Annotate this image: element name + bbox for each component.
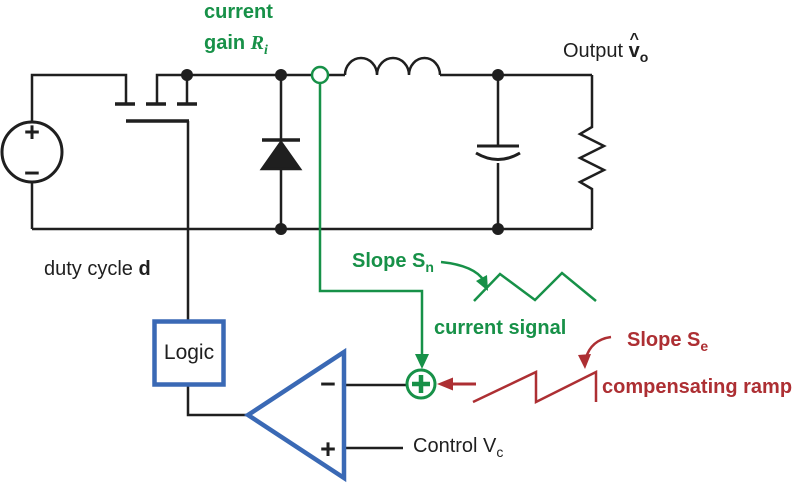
output-text: Output [563,40,629,62]
ri-subscript: i [264,43,268,58]
vo-subscript: o [639,49,649,65]
se-subscript: e [700,338,709,354]
current-sense-point [310,65,330,85]
comparator-plus-sign: + [320,434,336,464]
mosfet-mid-lead [155,73,187,104]
slope-sn-label: Slope Sn [352,250,434,275]
ri-symbol: R [250,32,265,54]
hat-accent: ^ [629,31,639,48]
slope-sn-text: Slope S [352,250,426,272]
node-dot [275,69,287,81]
slope-se-label: Slope Se [627,329,709,354]
wire-comparator-to-logic [186,386,247,417]
logic-label: Logic [163,341,215,364]
control-text: Control [413,435,484,457]
d-symbol: d [138,258,151,280]
gain-text: gain [204,32,251,54]
diode-triangle [259,139,303,171]
arrowhead-slope-se-icon [578,354,591,369]
summing-plus-icon [412,375,430,393]
current-signal-label: current signal [434,317,567,339]
vc-symbol: V [483,435,497,457]
node-dot [181,69,193,81]
current-signal-waveform [473,271,597,302]
current-gain-label-line2: gain Ri [204,32,268,58]
duty-cycle-label: duty cycle d [44,258,151,280]
compensating-ramp-network [452,335,612,405]
comparator-triangle [243,347,347,483]
source-minus-sign: − [24,158,40,188]
green-arrowheads [415,275,488,369]
compensating-ramp-waveform [472,369,598,405]
node-dot [492,223,504,235]
junction-dots [181,69,504,235]
duty-cycle-text: duty cycle [44,258,139,280]
sn-subscript: n [425,259,434,275]
red-arrowheads [437,354,591,391]
current-signal-network [310,65,597,400]
node-dot [275,223,287,235]
arrowhead-down-icon [415,354,429,369]
slope-se-text: Slope S [627,329,701,351]
vo-symbol: ^vo [628,31,649,65]
arrowhead-left-icon [437,377,453,391]
load-resistor [577,75,607,229]
wire-source-to-mosfet [30,73,128,122]
control-vc-label: Control Vc [413,435,504,460]
inductor [343,56,442,76]
slope-sn-pointer-curve [440,260,486,282]
circuit-wiring [0,56,607,450]
compensating-ramp-label: compensating ramp [602,376,793,398]
arrowhead-slope-sn-icon [476,275,488,291]
comparator-minus-sign: − [320,369,336,399]
logic-box [152,319,226,387]
current-sense-wire [318,83,424,355]
source-plus-sign: + [24,117,40,147]
output-label: Output ^vo [563,31,649,65]
vc-subscript: c [496,444,504,460]
vo-letter: v [628,40,640,62]
capacitor-plate-bottom [475,151,521,161]
node-dot [492,69,504,81]
current-gain-label-line1: current [204,1,273,23]
